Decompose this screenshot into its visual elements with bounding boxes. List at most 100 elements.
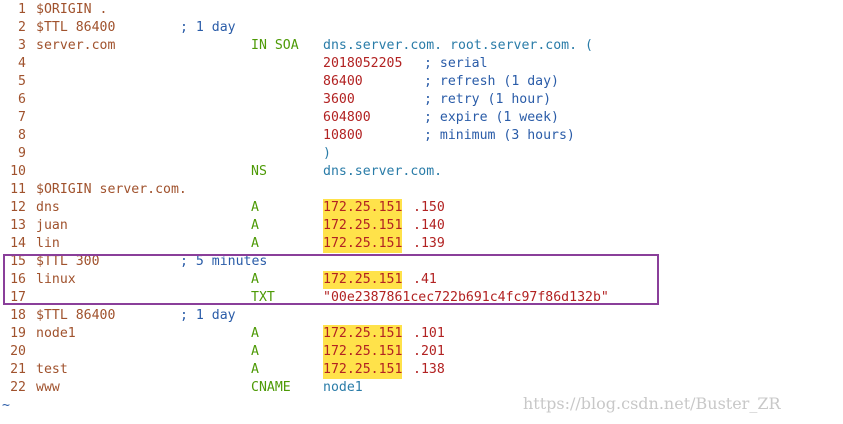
code-token: juan: [36, 218, 68, 233]
code-token: linux: [36, 272, 76, 287]
code-token: 10800: [323, 128, 363, 143]
highlighted-ip-prefix: 172.25.151: [323, 271, 403, 289]
line-number: 1: [18, 2, 26, 17]
editor-line-3[interactable]: 3 server.com IN SOA dns.server.com. root.se…: [0, 37, 843, 55]
editor-line-7[interactable]: 7 604800 ; expire (1 week): [0, 109, 843, 127]
code-token: $TTL 86400: [36, 308, 116, 323]
editor-line-17[interactable]: 17 TXT "00e2387861cec722b691c4fc97f86d132b…: [0, 289, 843, 307]
code-token: ; expire (1 week): [424, 110, 559, 125]
code-token: ; 1 day: [180, 308, 236, 323]
line-number: 8: [18, 128, 26, 143]
code-token: dns.server.com.: [323, 164, 443, 179]
line-number: 5: [18, 74, 26, 89]
watermark: https://blog.csdn.net/Buster_ZR: [523, 394, 781, 413]
line-number: 4: [18, 56, 26, 71]
highlighted-ip-prefix: 172.25.151: [323, 325, 403, 343]
code-token: dns.server.com. root.server.com. (: [323, 38, 593, 53]
editor-line-2[interactable]: 2 $TTL 86400 ; 1 day: [0, 19, 843, 37]
code-token: "00e2387861cec722b691c4fc97f86d132b": [323, 290, 609, 305]
editor-line-13[interactable]: 13 juan A 172.25.151 .140: [0, 217, 843, 235]
highlighted-ip-prefix: 172.25.151: [323, 217, 403, 235]
line-number: 14: [10, 236, 26, 251]
code-token: .138: [413, 362, 445, 377]
code-token: dns: [36, 200, 60, 215]
highlighted-ip-prefix: 172.25.151: [323, 199, 403, 217]
editor-line-1[interactable]: 1 $ORIGIN .: [0, 1, 843, 19]
code-token: TXT: [251, 290, 275, 305]
line-number: 11: [10, 182, 26, 197]
code-token: lin: [36, 236, 60, 251]
line-number: 10: [10, 164, 26, 179]
code-token: A: [251, 344, 259, 359]
editor-line-4[interactable]: 4 2018052205 ; serial: [0, 55, 843, 73]
code-token: $TTL 86400: [36, 20, 116, 35]
code-token: NS: [251, 164, 267, 179]
editor-line-22[interactable]: 22 www CNAME node1: [0, 379, 843, 397]
line-number: 20: [10, 344, 26, 359]
code-token: 86400: [323, 74, 363, 89]
line-number: 7: [18, 110, 26, 125]
highlighted-ip-prefix: 172.25.151: [323, 235, 403, 253]
line-number: 6: [18, 92, 26, 107]
code-token: A: [251, 218, 259, 233]
editor-line-12[interactable]: 12 dns A 172.25.151 .150: [0, 199, 843, 217]
line-number: 9: [18, 146, 26, 161]
editor-line-5[interactable]: 5 86400 ; refresh (1 day): [0, 73, 843, 91]
editor-line-11[interactable]: 11 $ORIGIN server.com.: [0, 181, 843, 199]
empty-line-marker: ~: [2, 398, 10, 413]
code-token: 604800: [323, 110, 371, 125]
line-number: 2: [18, 20, 26, 35]
code-token: server.com: [36, 38, 116, 53]
line-number: 3: [18, 38, 26, 53]
line-number: 12: [10, 200, 26, 215]
code-token: ; retry (1 hour): [424, 92, 552, 107]
editor-line-14[interactable]: 14 lin A 172.25.151 .139: [0, 235, 843, 253]
code-token: .150: [413, 200, 445, 215]
editor-line-8[interactable]: 8 10800 ; minimum (3 hours): [0, 127, 843, 145]
code-token: ): [323, 146, 331, 161]
ttl-300-highlight-box: [3, 254, 659, 305]
line-number: 15: [10, 254, 26, 269]
highlighted-ip-prefix: 172.25.151: [323, 361, 403, 379]
code-token: www: [36, 380, 60, 395]
code-token: A: [251, 236, 259, 251]
code-token: .140: [413, 218, 445, 233]
code-token: node1: [36, 326, 76, 341]
code-token: ; refresh (1 day): [424, 74, 559, 89]
editor-line-6[interactable]: 6 3600 ; retry (1 hour): [0, 91, 843, 109]
code-token: 2018052205: [323, 56, 403, 71]
line-number: 21: [10, 362, 26, 377]
code-token: CNAME: [251, 380, 291, 395]
code-token: A: [251, 200, 259, 215]
code-token: ; 5 minutes: [180, 254, 268, 269]
editor-line-15[interactable]: 15 $TTL 300 ; 5 minutes: [0, 253, 843, 271]
code-token: .41: [413, 272, 437, 287]
line-number: 16: [10, 272, 26, 287]
code-token: $ORIGIN .: [36, 2, 108, 17]
code-token: .139: [413, 236, 445, 251]
editor-line-10[interactable]: 10 NS dns.server.com.: [0, 163, 843, 181]
editor-line-21[interactable]: 21 test A 172.25.151 .138: [0, 361, 843, 379]
code-token: IN SOA: [251, 38, 299, 53]
line-number: 18: [10, 308, 26, 323]
editor-line-9[interactable]: 9): [0, 145, 843, 163]
code-token: node1: [323, 380, 363, 395]
code-token: .101: [413, 326, 445, 341]
code-token: ; minimum (3 hours): [424, 128, 575, 143]
code-token: 3600: [323, 92, 355, 107]
line-number: 17: [10, 290, 26, 305]
line-number: 22: [10, 380, 26, 395]
code-token: $TTL 300: [36, 254, 100, 269]
line-number: 13: [10, 218, 26, 233]
code-token: ; 1 day: [180, 20, 236, 35]
code-token: $ORIGIN server.com.: [36, 182, 187, 197]
code-token: .201: [413, 344, 445, 359]
editor-line-18[interactable]: 18 $TTL 86400 ; 1 day: [0, 307, 843, 325]
code-token: test: [36, 362, 68, 377]
code-token: A: [251, 362, 259, 377]
code-token: ; serial: [424, 56, 488, 71]
